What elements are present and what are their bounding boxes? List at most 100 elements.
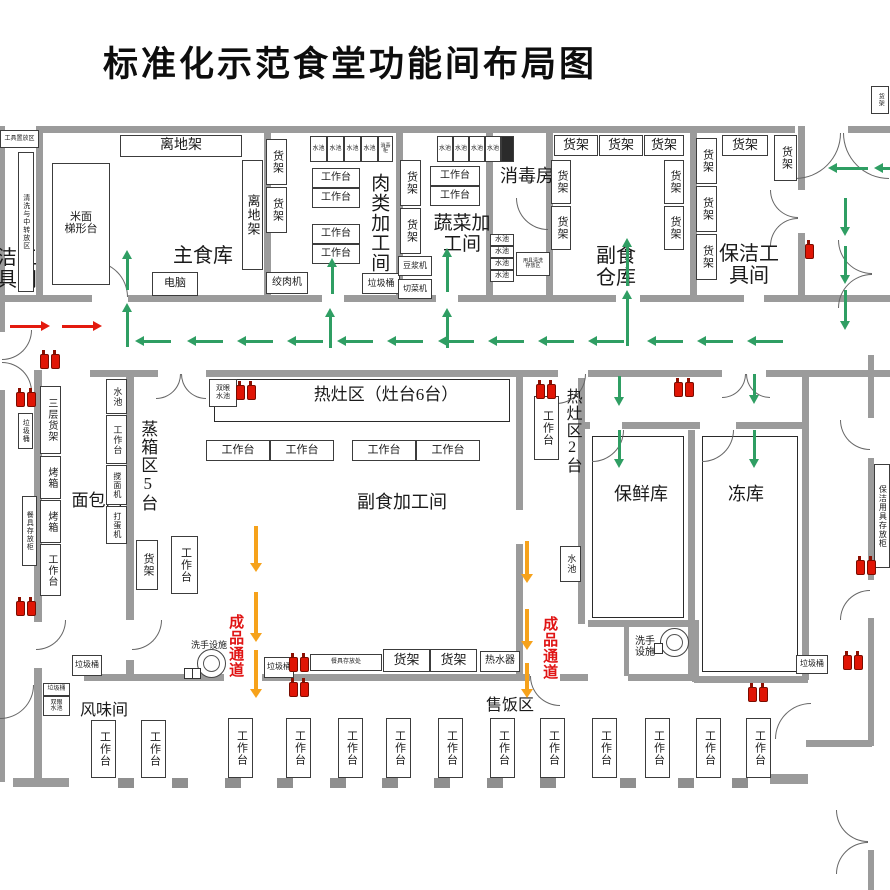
- fire-extinguisher-icon: [289, 653, 298, 672]
- wall-segment: [0, 295, 92, 302]
- eq-mimian-tai: 米面 梯形台: [52, 163, 110, 285]
- eq-shuichi: 水池: [327, 136, 344, 162]
- wall-segment: [126, 660, 134, 676]
- eq-doujiangji: 豆浆机: [398, 256, 432, 276]
- eq-shuangyan-shuichi: 双眼 水池: [43, 696, 70, 716]
- fire-extinguisher-icon: [536, 380, 545, 399]
- door-arc: [770, 190, 798, 218]
- eq-shuichi: 水池: [490, 270, 514, 282]
- fire-extinguisher-icon: [685, 378, 694, 397]
- eq-gongzuotai: 工作台: [286, 718, 311, 778]
- wall-segment: [90, 370, 122, 377]
- door-arc: [516, 198, 548, 230]
- eq-huojia: 货架: [266, 139, 287, 185]
- eq-gongzuotai: 工作台: [312, 244, 360, 264]
- eq-shuichi: 水池: [437, 136, 453, 162]
- eq-shuichi: 水池: [490, 258, 514, 270]
- wall-segment: [516, 544, 523, 676]
- column-stub: [225, 778, 241, 788]
- eq-shuichi: 水池: [453, 136, 469, 162]
- wall-segment: [486, 126, 493, 302]
- eq-jiaomianji: 搅面机: [106, 465, 127, 505]
- eq-gongzuotai: 工作台: [141, 720, 166, 778]
- wall-segment: [34, 370, 42, 622]
- wall-segment: [344, 295, 436, 302]
- door-arc: [722, 374, 746, 398]
- eq-shuichi: 水池: [361, 136, 378, 162]
- fire-extinguisher-icon: [247, 381, 256, 400]
- sink-accessory-icon: [654, 643, 663, 654]
- wall-segment: [38, 126, 795, 133]
- eq-sanceng-huojia: 三层货架: [40, 386, 61, 454]
- eq-lajitong: 垃圾桶: [72, 655, 102, 676]
- fire-extinguisher-icon: [27, 597, 36, 616]
- cold-room-frame: [702, 436, 798, 672]
- wall-segment: [546, 126, 553, 302]
- door-arc: [840, 420, 870, 450]
- room-fushi-cangku: 副食 仓库: [596, 245, 636, 289]
- eq-kaoxiang: 烤箱: [40, 500, 61, 543]
- eq-gongzuotai: 工作台: [312, 224, 360, 244]
- eq-yongju-cunfang: 用具清洗 存放区: [516, 252, 550, 276]
- eq-huojia: 货架: [136, 540, 158, 590]
- wall-segment: [736, 422, 806, 429]
- wall-segment: [0, 126, 5, 302]
- wall-segment: [868, 850, 874, 890]
- eq-kaoxiang: 烤箱: [40, 456, 61, 499]
- wall-segment: [34, 668, 42, 778]
- eq-gongzuotai: 工作台: [534, 396, 559, 460]
- eq-lajitong: 垃圾桶: [796, 655, 828, 674]
- eq-huojia: 货架: [664, 160, 684, 204]
- eq-gongzuotai: 工作台: [338, 718, 363, 778]
- fire-extinguisher-icon: [547, 380, 556, 399]
- wall-segment: [868, 458, 874, 580]
- wall-segment: [848, 126, 890, 133]
- wall-segment: [806, 740, 872, 747]
- eq-gongzuotai: 工作台: [312, 188, 360, 208]
- wall-segment: [688, 430, 695, 676]
- wall-segment: [588, 370, 722, 377]
- fire-extinguisher-icon: [289, 678, 298, 697]
- fire-extinguisher-icon: [300, 678, 309, 697]
- eq-gongzuotai: 工作台: [352, 440, 416, 461]
- eq-huojia: 货架: [644, 135, 684, 156]
- passage-chengpin-right: 成品通道: [541, 616, 558, 680]
- eq-dark-cabinet: [501, 136, 514, 162]
- eq-huojia: 货架: [599, 135, 643, 156]
- wall-segment: [764, 295, 890, 302]
- eq-dadanji: 打蛋机: [106, 506, 127, 544]
- fire-extinguisher-icon: [674, 378, 683, 397]
- eq-huojia: 货架: [696, 138, 717, 184]
- door-arc: [0, 685, 34, 719]
- eq-lajitong: 垃圾桶: [18, 413, 33, 449]
- eq-huojia: 货架: [696, 234, 717, 280]
- eq-shuichi: 水池: [344, 136, 361, 162]
- cold-room-frame: [592, 436, 684, 618]
- door-arc: [840, 590, 870, 620]
- eq-shuichi: 水池: [106, 379, 127, 414]
- fire-extinguisher-icon: [16, 388, 25, 407]
- eq-huojia: 货架: [400, 160, 421, 206]
- room-zhushiku: 主食库: [173, 245, 233, 268]
- eq-gongzuotai: 工作台: [206, 440, 270, 461]
- fire-extinguisher-icon: [854, 651, 863, 670]
- door-arc: [836, 842, 868, 874]
- eq-xiaodugui: 消毒柜: [378, 136, 393, 162]
- eq-shuangyan-shuichi: 双眼 水池: [209, 379, 237, 407]
- fire-extinguisher-icon: [867, 556, 876, 575]
- eq-shuichi: 水池: [560, 546, 581, 582]
- eq-gongzuotai: 工作台: [430, 166, 480, 186]
- door-arc: [775, 703, 811, 739]
- eq-huojia: 货架: [551, 206, 571, 250]
- wall-segment: [628, 674, 696, 681]
- wall-segment: [690, 126, 697, 302]
- fire-extinguisher-icon: [856, 556, 865, 575]
- eq-lidijia-top: 离地架: [120, 135, 242, 157]
- eq-huojia: 货架: [554, 135, 598, 156]
- column-stub: [172, 778, 188, 788]
- column-stub: [277, 778, 293, 788]
- room-dongku: 冻库: [728, 484, 764, 505]
- hand-wash-sink-icon: [660, 628, 689, 657]
- wall-segment: [262, 674, 530, 681]
- room-baojie-gongjujian-right: 保洁工 具间: [719, 243, 779, 287]
